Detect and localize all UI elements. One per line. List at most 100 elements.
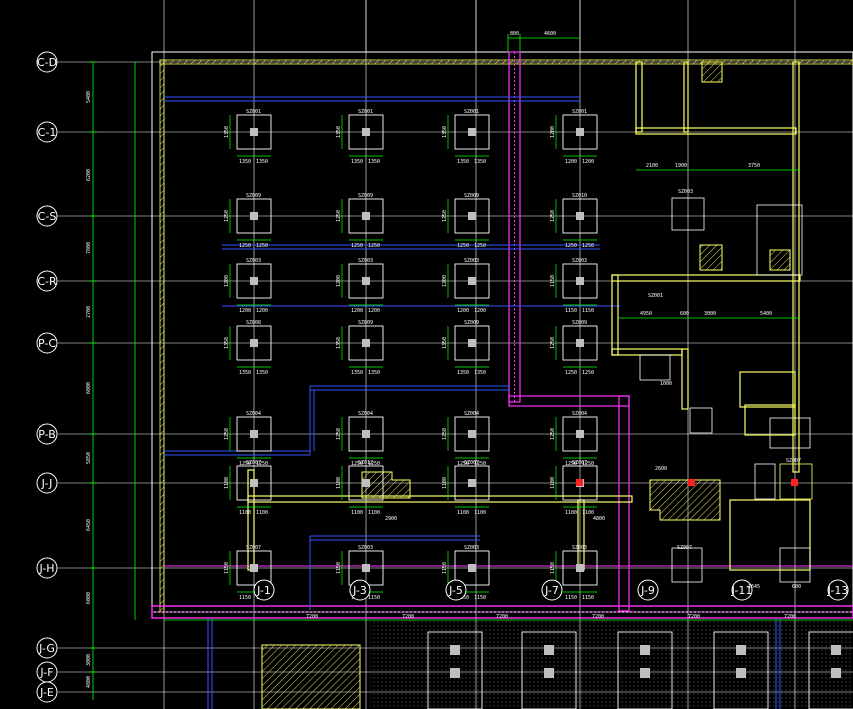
footing-width-a: 1250 — [565, 243, 577, 249]
top-dim-1: 800 — [510, 31, 519, 37]
footing-width-b: 1150 — [474, 595, 486, 601]
grid-lines — [58, 0, 853, 709]
bottom-footing[interactable] — [521, 631, 577, 709]
footing-pad — [454, 198, 490, 234]
footing-tag: SZ003 — [464, 258, 479, 264]
footing-width-b: 1250 — [256, 461, 268, 467]
footing-height: 1350 — [336, 126, 342, 138]
outer-boundary — [151, 51, 853, 613]
axis-bubble-bottom: J-3 — [349, 579, 371, 601]
footing-height: 1200 — [336, 275, 342, 287]
footing-height: 1350 — [442, 337, 448, 349]
bottom-footing[interactable] — [808, 631, 853, 709]
column-stub — [576, 212, 584, 220]
footing-height: 1350 — [224, 126, 230, 138]
bottom-dim-label: 7200 — [592, 614, 604, 620]
axis-bubble-left: C-S — [36, 205, 58, 227]
footing-height: 1250 — [550, 210, 556, 222]
footing-width-a: 1150 — [457, 595, 469, 601]
bottom-column-stub — [640, 645, 650, 655]
slab-dot-field — [370, 620, 853, 709]
axis-label-left: C-1 — [38, 126, 57, 139]
duct-horizontal-mid — [508, 395, 630, 407]
bottom-column-stub — [736, 668, 746, 678]
bottom-column-stub — [831, 668, 841, 678]
footing-height: 1200 — [550, 126, 556, 138]
bottom-footing[interactable] — [713, 631, 769, 709]
footing-width-a: 1100 — [239, 510, 251, 516]
alarm-marker-3 — [791, 479, 798, 486]
rz-label-1: SZ003 — [678, 189, 693, 195]
footing-width-a: 1100 — [457, 510, 469, 516]
bottom-footing-pad — [427, 631, 483, 709]
footing-height: 1150 — [336, 562, 342, 574]
axis-bubble-bottom: J-11 — [731, 579, 753, 601]
footing-width-b: 1350 — [256, 370, 268, 376]
mid-dim-1: 2900 — [385, 516, 397, 522]
footing-tag: SZ001 — [246, 109, 261, 115]
column-stub — [576, 277, 584, 285]
footing-width-b: 1150 — [582, 595, 594, 601]
top-dimensions: 800 4600 — [507, 31, 580, 52]
axis-bubble-left: P-C — [36, 332, 58, 354]
column-stub — [468, 564, 476, 572]
bottom-footings — [427, 631, 853, 709]
bottom-footing[interactable] — [617, 631, 673, 709]
column-stub — [468, 128, 476, 136]
axis-label-left: C-D — [37, 56, 57, 69]
footing-tag: SZ004 — [358, 411, 373, 417]
footing-tag: SZ009 — [246, 193, 261, 199]
footing-height: 1250 — [550, 337, 556, 349]
duct-vertical-2 — [618, 395, 630, 612]
bottom-footing[interactable] — [427, 631, 483, 709]
column-stub — [250, 212, 258, 220]
footing-height: 1250 — [224, 210, 230, 222]
footing-width-b: 1350 — [368, 159, 380, 165]
axis-label-bottom: J-1 — [256, 584, 271, 597]
right-zone — [639, 197, 813, 583]
mid-dim-2: 4800 — [593, 516, 605, 522]
footing-width-a: 1200 — [239, 308, 251, 314]
left-dim-label: 3000 — [86, 654, 92, 666]
footing-height: 1100 — [336, 477, 342, 489]
axis-label-left: P-C — [38, 337, 56, 350]
axis-label-bottom: J-11 — [731, 584, 753, 597]
footing-height: 1250 — [224, 428, 230, 440]
rz-label-4: SZ007 — [786, 458, 801, 464]
footing-pad — [454, 114, 490, 150]
column-stub — [362, 128, 370, 136]
footing-pad — [348, 263, 384, 299]
footing-width-a: 1250 — [565, 461, 577, 467]
footing-width-b: 1200 — [368, 308, 380, 314]
footing-width-b: 1150 — [368, 595, 380, 601]
footing-width-a: 1250 — [351, 243, 363, 249]
